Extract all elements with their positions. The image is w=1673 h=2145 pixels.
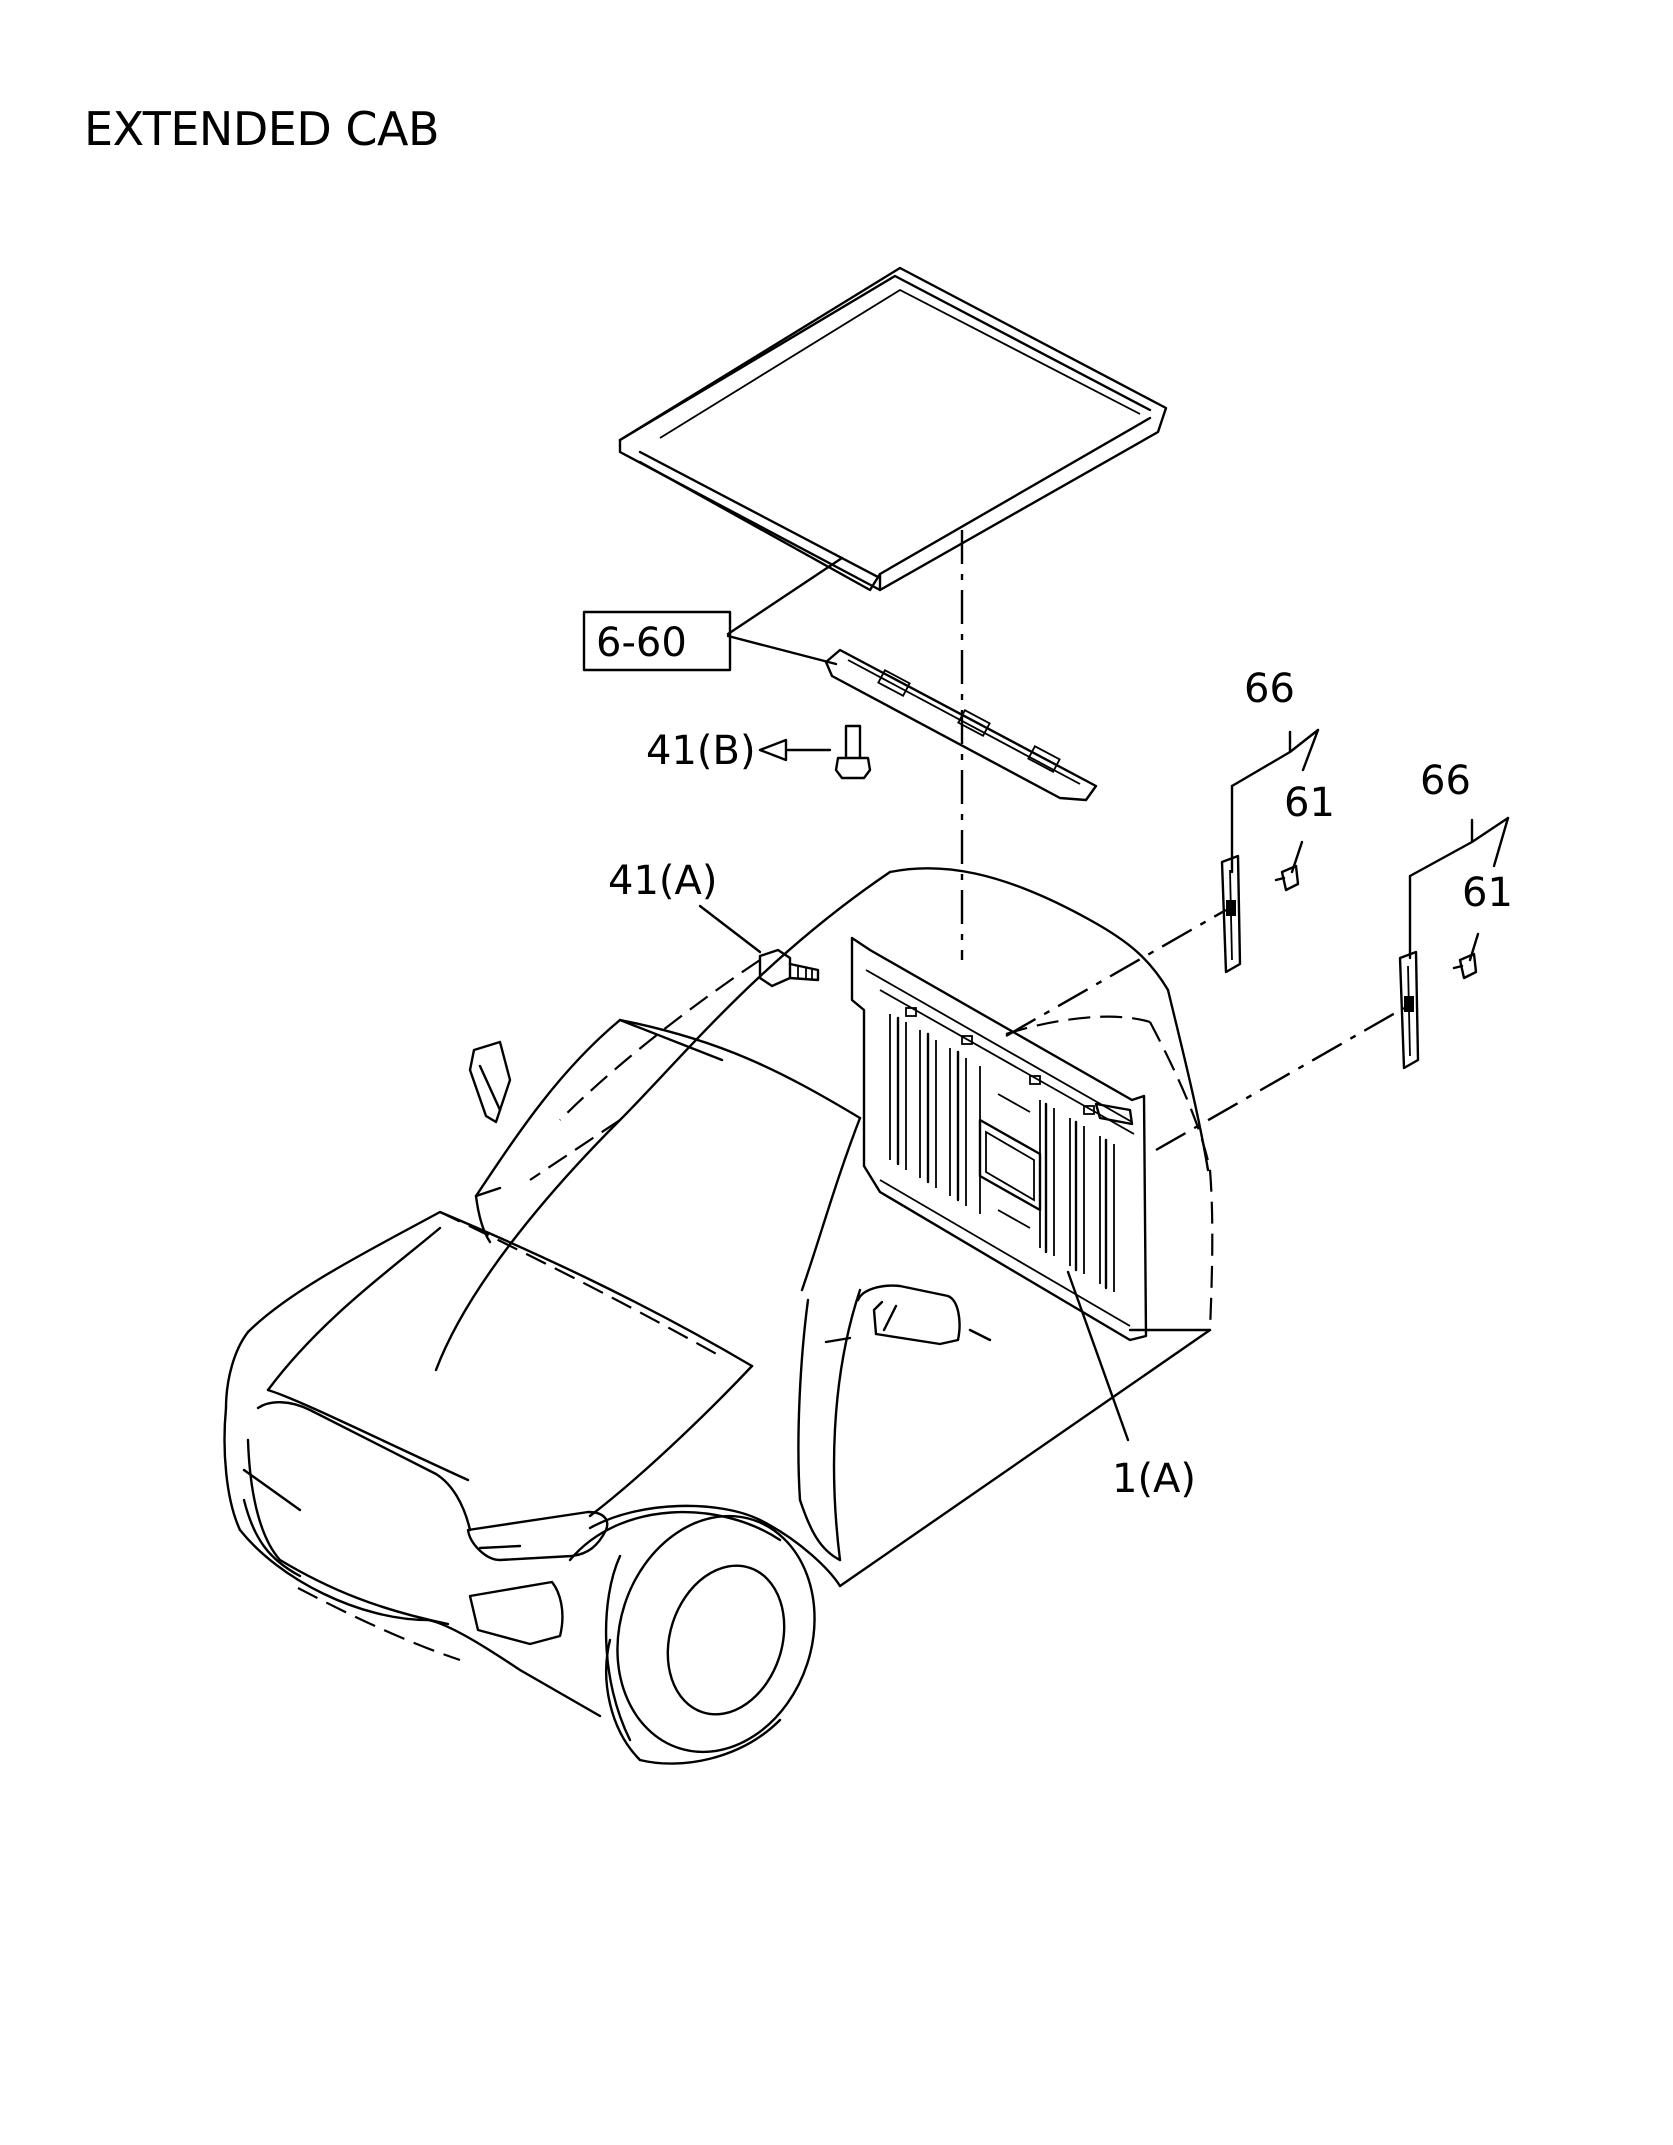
bolt-41a bbox=[758, 948, 820, 988]
callout-41b: 41(B) bbox=[646, 728, 756, 774]
callout-41a: 41(A) bbox=[608, 858, 717, 904]
roof-panel bbox=[618, 266, 1168, 592]
svg-text:6-60: 6-60 bbox=[596, 620, 687, 666]
leader-lines bbox=[698, 556, 1510, 1442]
callout-6-60: 6-60 bbox=[582, 610, 732, 672]
callout-1a: 1(A) bbox=[1112, 1456, 1196, 1502]
clip-61-upper bbox=[1274, 864, 1300, 892]
weatherstrip-66-upper bbox=[1220, 854, 1242, 974]
weatherstrip-66-lower bbox=[1398, 950, 1420, 1070]
callout-66-upper: 66 bbox=[1244, 666, 1295, 712]
page-title: EXTENDED CAB bbox=[84, 102, 440, 156]
seal-projection-lines bbox=[1005, 908, 1405, 1152]
callout-61-lower: 61 bbox=[1462, 870, 1513, 916]
bolt-41b bbox=[834, 724, 872, 780]
rear-cab-panel bbox=[850, 936, 1148, 1342]
clip-61-lower bbox=[1452, 952, 1478, 980]
truck-body bbox=[223, 867, 1214, 1765]
callout-61-upper: 61 bbox=[1284, 780, 1335, 826]
callout-66-lower: 66 bbox=[1420, 758, 1471, 804]
